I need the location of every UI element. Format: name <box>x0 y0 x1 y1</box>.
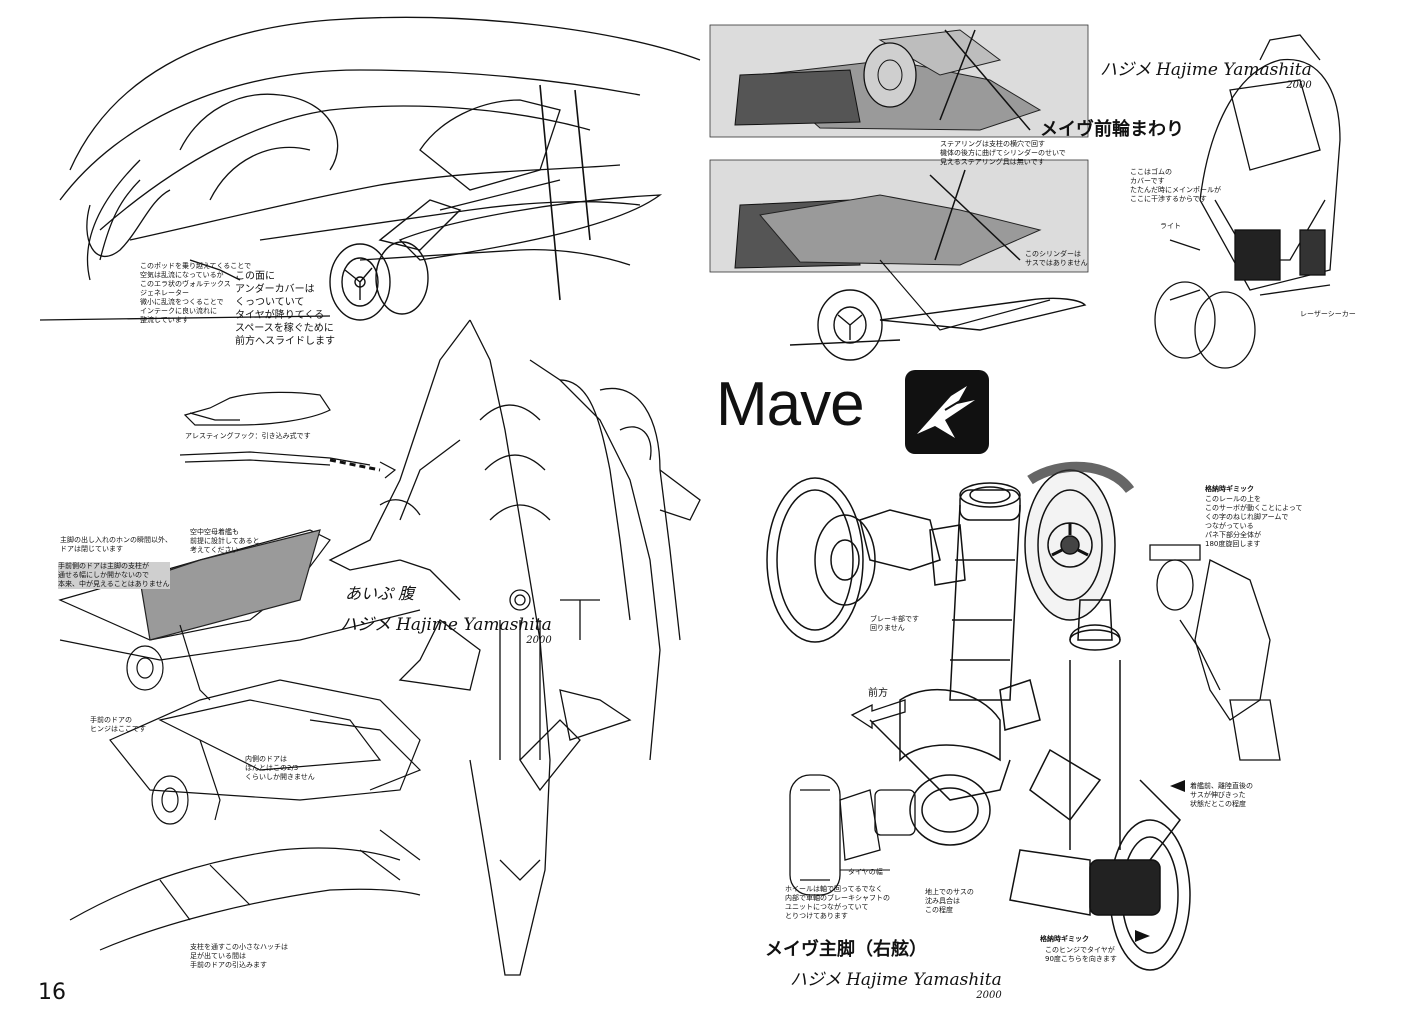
signature-name: Hajime Yamashita <box>846 970 1002 990</box>
signature-name: Hajime Yamashita <box>396 615 552 635</box>
main-gear-heading: メイヴ主脚（右舷） <box>765 939 927 960</box>
nose-gear-panel-lower <box>709 159 1089 331</box>
signature-bottom: ハジメ Hajime Yamashita 2000 <box>790 965 1002 1001</box>
signature-name: ハジメ <box>1100 60 1151 80</box>
light-label: ライト <box>1160 222 1181 230</box>
laser-seeker-label: レーザーシーカー <box>1300 310 1356 318</box>
signature-name: ハジメ <box>340 615 391 635</box>
tire-width-label: タイヤの幅 <box>848 868 883 876</box>
door-interior-sketch <box>109 679 422 825</box>
signature-year: 2000 <box>526 635 552 646</box>
front-direction-label: 前方 <box>868 688 888 699</box>
pointer-arrows <box>1135 780 1185 942</box>
door-note-a: 主脚の出し入れのホンの瞬間以外、 ドアは閉じています <box>60 536 172 553</box>
arresting-hook-note: アレスティングフック：引き込み式です <box>185 432 311 440</box>
hinge-gimmick-note: このヒンジでタイヤが 90度こちらを向きます <box>1045 946 1117 963</box>
signature-name: Hajime Yamashita <box>1156 60 1312 80</box>
brake-note: ブレーキ部です 回りません <box>870 615 919 632</box>
under-cover-note: この面に アンダーカバーは くっついていて タイヤが降りてくる スペースを稼ぐた… <box>235 271 335 347</box>
signature-name: ハジメ <box>790 970 841 990</box>
cylinder-note: このシリンダーは サスではありません <box>1025 250 1088 267</box>
ground-note: 地上でのサスの 沈み具合は この程度 <box>925 888 974 914</box>
mave-emblem-icon <box>905 370 989 454</box>
rail-gimmick-sketch <box>1149 544 1281 761</box>
steering-note: ステアリングは支柱の横穴で回す 機体の後方に曲げてシリンダーのせいで 見えるステ… <box>940 140 1066 166</box>
side-view-main-wheel <box>329 199 462 321</box>
door-note-b: 空中空母着艦も 前提に設計してあると 考えてください <box>190 528 260 554</box>
hinge-note: 手前のドアの ヒンジはここです <box>90 716 146 733</box>
tire-side-detail-sketch <box>789 774 916 896</box>
signature-middle: ハジメ Hajime Yamashita 2000 <box>340 610 552 646</box>
top-view-fighter-sketch <box>328 319 701 976</box>
nose-gear-panel-upper <box>709 24 1089 138</box>
brake-handwritten-note: ホイールは軸で回ってるでなく 内部で車軸のブレーキシャフトの ユニットにつながっ… <box>785 885 890 920</box>
mave-logotype: Mave <box>716 370 865 439</box>
rail-gimmick-note: このレールの上を このサーボが動くことによって くの字のねじれ脚アームで つなが… <box>1205 495 1303 548</box>
door-note-c: 手前側のドアは主脚の支柱が 通せる幅にしか開かないので 本来、中が見えることはあ… <box>58 562 170 589</box>
pod-note: このポッドを乗り越えてくることで 空気は乱流になっているが このエラ状のヴォルテ… <box>140 262 252 324</box>
signature-top: ハジメ Hajime Yamashita 2000 <box>1100 55 1312 91</box>
arresting-hook-sketch <box>179 391 397 479</box>
page-number: 16 <box>38 980 66 1005</box>
hatch-note: 支柱を通すこの小さなハッチは 足が出ている間は 手前のドアの引込みます <box>190 943 288 969</box>
main-gear-strut <box>869 482 1181 861</box>
folded-nose-gear-sketch <box>1154 34 1341 369</box>
main-gear-lower-wheel <box>1009 819 1191 971</box>
nose-gear-heading: メイヴ前輪まわり <box>1040 119 1184 140</box>
door-open-sketch <box>58 529 421 701</box>
side-view-fighter-sketch <box>39 16 701 321</box>
hinge-gimmick-title: 格納時ギミック <box>1040 935 1089 943</box>
gum-cover-note: ここはゴムの カバーです たたんだ時にメインポールが ここに干渉するからです <box>1130 168 1221 203</box>
inner-door-note: 内側のドアは ほんとはこの2/3 くらいしか開きません <box>245 755 315 781</box>
rail-gimmick-title: 格納時ギミック <box>1205 485 1254 493</box>
signature-year: 2000 <box>1286 80 1312 91</box>
main-gear-wheel-rear <box>1024 461 1135 621</box>
handwritten-belly-label: あいぷ 腹 <box>345 584 415 603</box>
door-closed-sketch <box>69 829 421 951</box>
front-direction-arrow <box>850 699 906 730</box>
signature-year: 2000 <box>976 990 1002 1001</box>
nose-gear-wheel <box>789 289 1087 361</box>
main-gear-wheel-front <box>766 477 966 643</box>
landing-note: 着艦前、離陸直後の サスが伸びきった 状態だとこの程度 <box>1190 782 1253 808</box>
